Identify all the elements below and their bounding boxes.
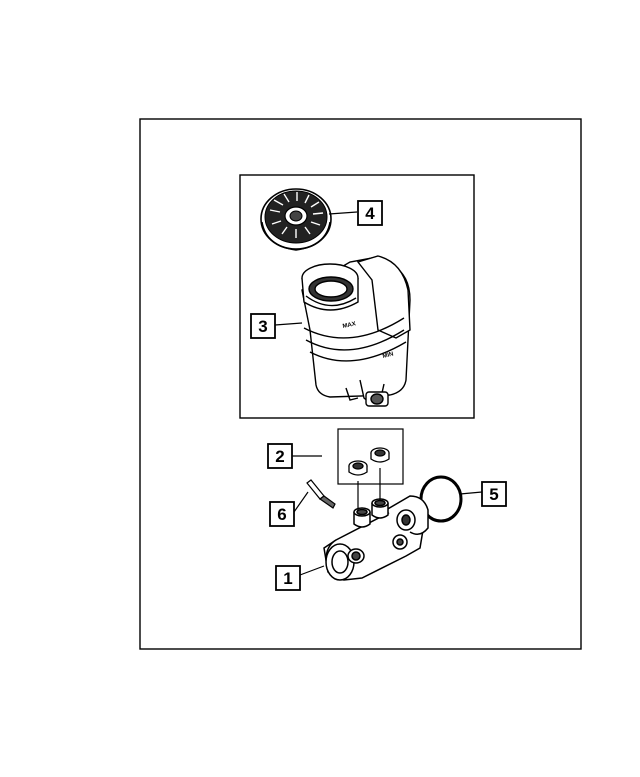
svg-text:2: 2: [275, 447, 284, 466]
callout-5: 5: [481, 481, 507, 507]
callout-2: 2: [267, 443, 293, 469]
pin-illustration: [306, 479, 336, 509]
leader-line-1: [299, 565, 325, 576]
callout-4: 4: [357, 200, 383, 226]
svg-text:6: 6: [277, 505, 286, 524]
outer-frame: [139, 118, 582, 650]
reservoir-inset-box: [239, 174, 475, 419]
svg-text:4: 4: [365, 204, 375, 223]
reservoir-min-marking: MIN: [382, 351, 394, 359]
leader-line-4: [328, 211, 358, 215]
master-cylinder-illustration: [323, 495, 429, 581]
callout-1: 1: [275, 565, 301, 591]
reservoir-max-marking: MAX: [342, 321, 356, 330]
leader-line-3: [274, 322, 303, 326]
leader-line-5: [459, 491, 483, 495]
svg-text:1: 1: [283, 569, 292, 588]
callout-3: 3: [250, 313, 276, 339]
reservoir-illustration: [301, 255, 411, 407]
callout-6: 6: [269, 501, 295, 527]
leader-line-6: [293, 491, 309, 513]
seals-inset-box: [337, 428, 404, 485]
svg-text:5: 5: [489, 485, 498, 504]
svg-text:3: 3: [258, 317, 267, 336]
leader-lines: [274, 211, 483, 576]
seals-illustration: [348, 447, 390, 476]
reservoir-cap-illustration: [260, 188, 332, 251]
